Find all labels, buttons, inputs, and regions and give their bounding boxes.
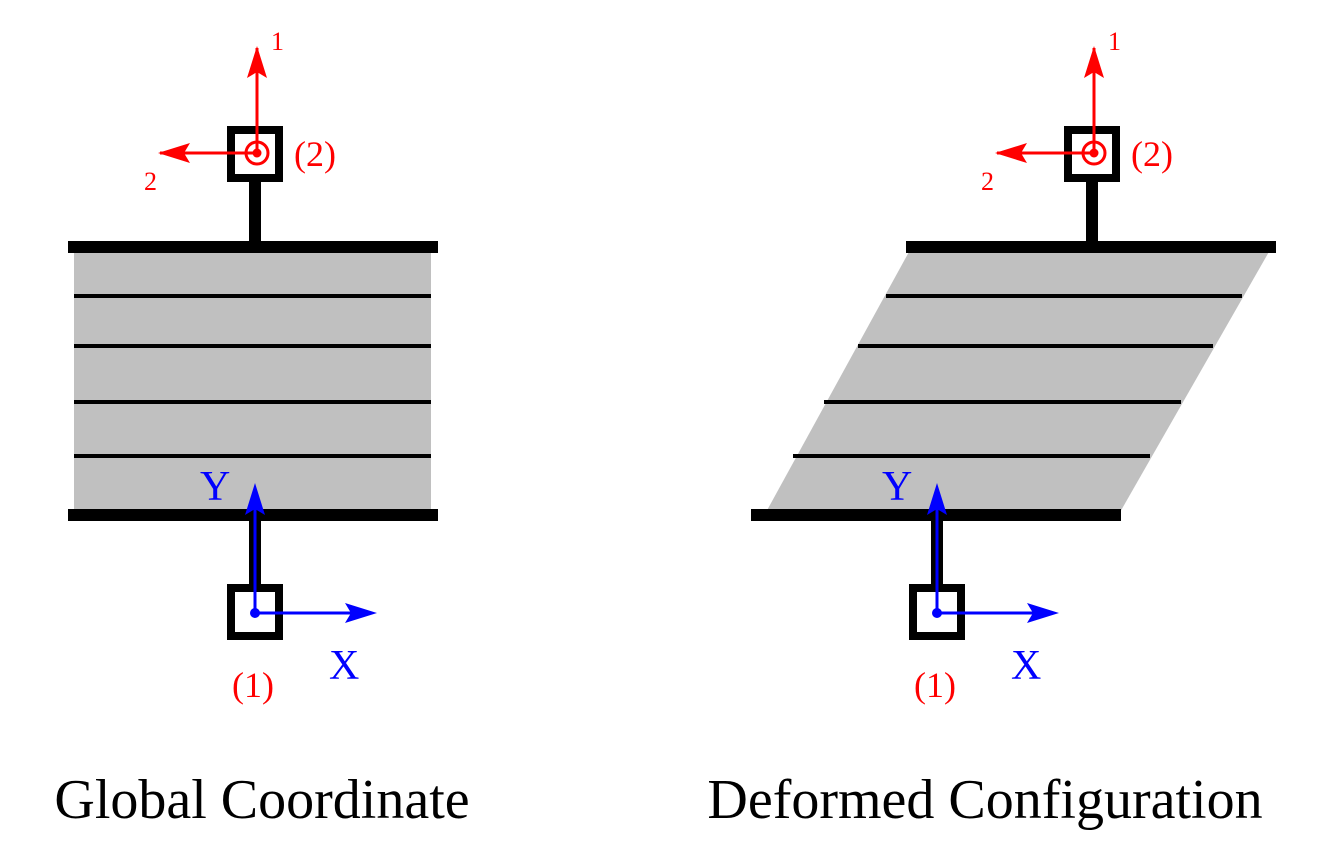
global-x-axis-label: X — [1011, 643, 1041, 689]
local-axis-2-label: 2 — [981, 167, 994, 196]
global-x-axis-label: X — [329, 643, 359, 689]
right-caption: Deformed Configuration — [707, 769, 1262, 831]
global-y-axis-arrowhead — [927, 483, 947, 515]
local-axis-1-arrowhead — [247, 46, 267, 78]
rubber-body — [74, 248, 431, 514]
local-axis-2-label: 2 — [144, 167, 157, 196]
node-2-label: (2) — [294, 134, 336, 174]
local-axis-1-label: 1 — [1108, 27, 1121, 56]
left-caption: Global Coordinate — [54, 769, 469, 831]
local-axis-2-arrowhead — [158, 143, 190, 163]
global-y-axis-label: Y — [200, 464, 230, 510]
deformed-rubber-body — [765, 250, 1270, 514]
left-panel: 1 2 (2) Y X (1) Global Coordinate — [54, 27, 469, 831]
node-1-center-dot — [932, 608, 942, 618]
node-1-label: (1) — [914, 665, 956, 705]
global-y-axis-arrowhead — [245, 483, 265, 515]
right-panel: 1 2 (2) Y X (1) Deformed Configuration — [707, 27, 1276, 831]
global-x-axis-arrowhead — [345, 603, 377, 623]
local-axis-2-arrowhead — [995, 143, 1027, 163]
global-x-axis-arrowhead — [1027, 603, 1059, 623]
node-1-label: (1) — [232, 665, 274, 705]
local-axis-1-arrowhead — [1084, 46, 1104, 78]
local-axis-1-label: 1 — [271, 27, 284, 56]
node-2-label: (2) — [1131, 134, 1173, 174]
global-y-axis-label: Y — [882, 464, 912, 510]
node-1-center-dot — [250, 608, 260, 618]
